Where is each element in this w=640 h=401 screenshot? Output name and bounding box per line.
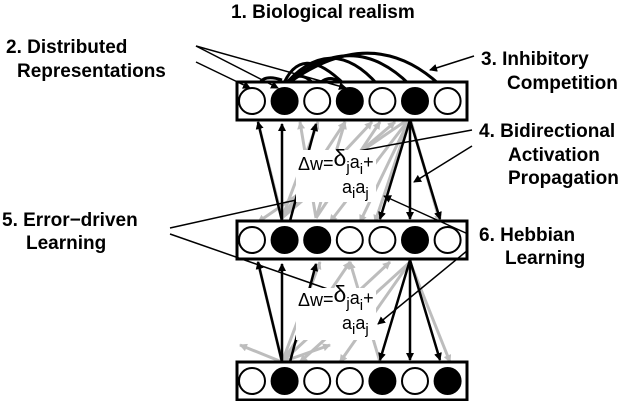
unit-top-3-inactive [303, 87, 332, 115]
formula-delta-w-lower: Δw [298, 290, 324, 310]
layer-units-middle [238, 226, 462, 254]
unit-middle-1-inactive [238, 226, 266, 254]
svg-text:Δw=δjai+: Δw=δjai+ [298, 281, 374, 314]
layer-units-bottom [238, 367, 462, 395]
label-bidirectional-1: 4. Bidirectional [479, 121, 615, 142]
unit-middle-6-active [401, 226, 429, 254]
unit-top-5-inactive [368, 87, 397, 115]
unit-bottom-7-active [433, 367, 462, 395]
unit-bottom-3-inactive [303, 367, 332, 395]
label-biological-realism: 1. Biological realism [231, 2, 415, 23]
unit-bottom-1-inactive [238, 367, 266, 395]
unit-middle-7-inactive [433, 226, 462, 254]
unit-top-4-active [335, 87, 364, 115]
svg-text:aiaj: aiaj [342, 177, 369, 202]
formula-delta-w: Δw [298, 154, 324, 174]
label-distributed-2: Representations [17, 61, 166, 82]
label-inhibitory-1: 3. Inhibitory [481, 49, 589, 70]
label-hebbian-2: Learning [505, 248, 585, 269]
unit-top-1-inactive [238, 87, 266, 115]
label-bidirectional-2: Activation [508, 145, 600, 166]
label-error-driven-1: 5. Error−driven [2, 210, 138, 231]
label-bidirectional-3: Propagation [508, 168, 619, 189]
unit-middle-4-inactive [335, 226, 364, 254]
unit-bottom-5-active [368, 367, 397, 395]
svg-text:aiaj: aiaj [342, 313, 369, 338]
layer-units-top [238, 87, 462, 115]
unit-middle-3-active [303, 226, 332, 254]
unit-bottom-2-active [270, 367, 299, 395]
label-distributed-1: 2. Distributed [6, 37, 127, 58]
unit-top-2-active [270, 87, 299, 115]
unit-middle-5-inactive [368, 226, 397, 254]
formula-upper: Δw=δjai+ aiaj [296, 145, 376, 202]
unit-top-6-active [401, 87, 429, 115]
label-error-driven-2: Learning [26, 233, 106, 254]
unit-bottom-6-inactive [401, 367, 429, 395]
unit-top-7-inactive [433, 87, 462, 115]
unit-middle-2-active [270, 226, 299, 254]
label-hebbian-1: 6. Hebbian [479, 225, 575, 246]
unit-bottom-4-inactive [335, 367, 364, 395]
svg-text:Δw=δjai+: Δw=δjai+ [298, 145, 374, 178]
label-inhibitory-2: Competition [507, 73, 618, 94]
formula-lower: Δw=δjai+ aiaj [296, 281, 376, 340]
